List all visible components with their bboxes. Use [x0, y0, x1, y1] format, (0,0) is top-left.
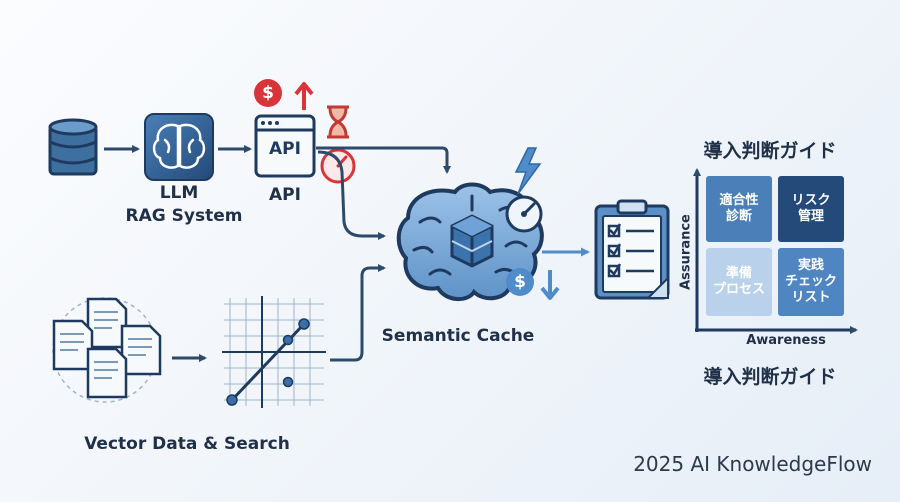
api-label: API: [269, 185, 301, 205]
guide-title-bottom: 導入判断ガイド: [703, 366, 837, 388]
quadrant-bottom-right: 実践 チェック リスト: [778, 248, 844, 316]
documents-icon: [52, 297, 162, 403]
footer-text: 2025 AI KnowledgeFlow: [633, 452, 872, 476]
quadrant-bottom-left: 準備 プロセス: [706, 248, 772, 316]
guide-axes: [693, 168, 858, 334]
cost-down-icon: [506, 268, 560, 300]
slow-gauge-icon: [320, 148, 356, 184]
api-badge-text: API: [269, 139, 301, 159]
lightning-icon: [514, 147, 542, 195]
arrow-api-to-cache: [316, 146, 451, 174]
fast-gauge-icon: [505, 195, 543, 233]
api-window-icon: [254, 114, 316, 178]
semantic-cache-label: Semantic Cache: [381, 326, 535, 346]
x-axis-label: Awareness: [746, 333, 826, 348]
quadrant-top-right: リスク 管理: [778, 176, 844, 242]
dollar-down-symbol: $: [514, 272, 526, 292]
arrow-api-to-cache-lower: [317, 150, 386, 240]
hourglass-icon: [327, 105, 349, 139]
y-axis-label: Assurance: [678, 214, 694, 290]
guide-title-top: 導入判断ガイド: [703, 140, 837, 162]
cost-up-icon: [254, 79, 314, 110]
rag-system-label: RAG System: [125, 206, 243, 226]
arrow-vector-to-cache: [330, 264, 386, 362]
llm-label: LLM: [159, 183, 199, 203]
dollar-up-symbol: $: [262, 83, 274, 103]
database-icon: [48, 118, 98, 176]
quadrant-top-left: 適合性 診断: [706, 176, 772, 242]
llm-brain-icon: [144, 113, 214, 181]
vector-graph-icon: [222, 296, 326, 408]
clipboard-checklist-icon: [594, 199, 670, 300]
vector-data-label: Vector Data & Search: [84, 434, 290, 454]
